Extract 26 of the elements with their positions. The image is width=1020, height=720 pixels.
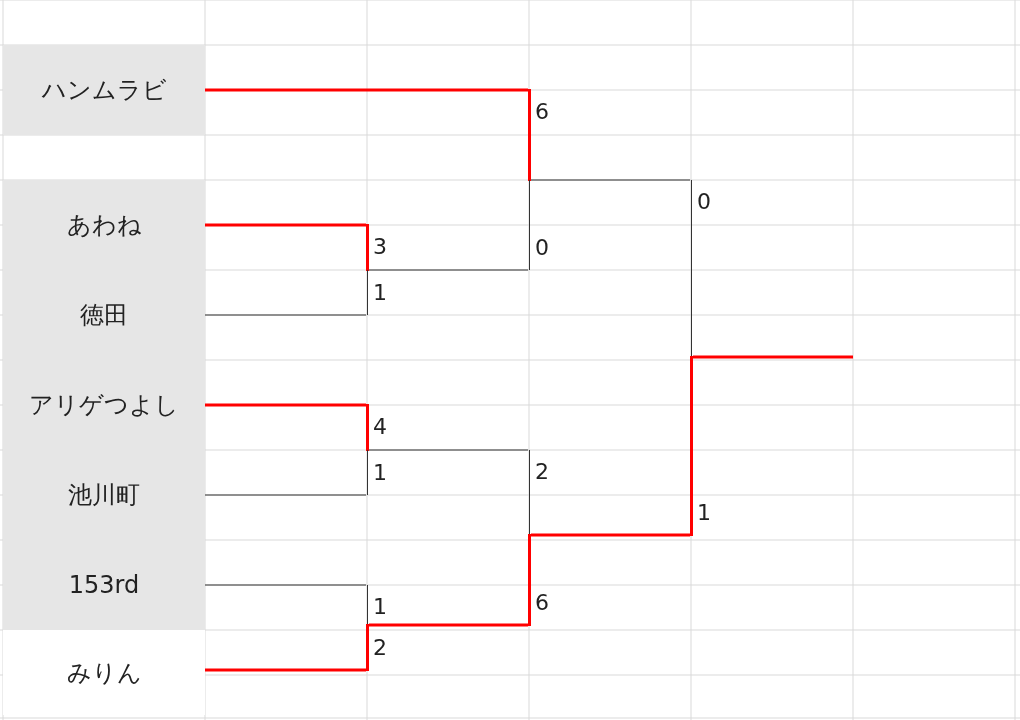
bracket-line [205, 668, 366, 672]
bracket-bar [528, 89, 531, 271]
bracket-line [204, 494, 367, 496]
team-cell: 徳田 [3, 270, 205, 360]
bracket-bar [366, 224, 369, 316]
bracket-line [368, 449, 529, 451]
bracket-line [530, 179, 691, 181]
bracket-line [368, 269, 529, 271]
bracket-bar [690, 179, 693, 536]
bracket-bar [366, 584, 369, 671]
team-cell: ハンムラビ [3, 45, 205, 135]
bracket-line [693, 355, 853, 359]
bracket-line [204, 584, 367, 586]
bracket-line [205, 88, 528, 92]
bracket-line [205, 223, 366, 227]
bracket-bar [366, 404, 369, 496]
team-cell: アリゲつよし [3, 360, 205, 450]
bracket-bar [528, 449, 531, 626]
team-cell: 153rd [3, 540, 205, 630]
bracket-line [204, 314, 367, 316]
bracket-line [531, 533, 690, 537]
team-cell: あわね [3, 180, 205, 270]
bracket-line [205, 403, 366, 407]
team-cell: 池川町 [3, 450, 205, 540]
team-cell: みりん [3, 630, 205, 715]
bracket-line [369, 623, 528, 627]
